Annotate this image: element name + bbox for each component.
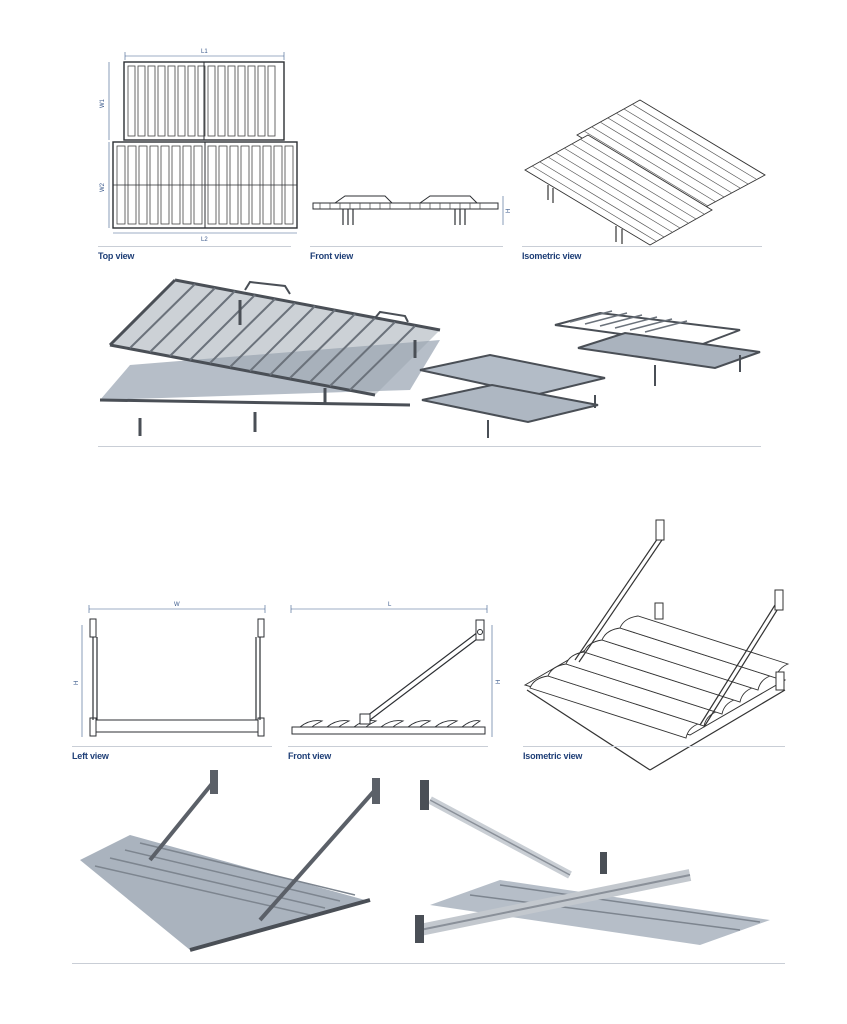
caption-top-view: Top view	[98, 251, 135, 261]
dimension-h-left: H	[74, 681, 80, 685]
dimension-w1: W1	[100, 98, 106, 108]
dimension-l2: L2	[201, 237, 208, 243]
section2-bottom-rule	[72, 963, 785, 964]
dimension-w2: W2	[100, 182, 106, 192]
caption-rule-front	[310, 246, 503, 247]
caption-isometric-view: Isometric view	[522, 251, 582, 261]
caption-front-view: Front view	[310, 251, 354, 261]
caption-rule-iso	[522, 246, 762, 247]
caption-rule-left	[72, 746, 272, 747]
dimension-l1: L1	[201, 49, 208, 55]
caption-rule-iso-2	[523, 746, 785, 747]
dimension-l: L	[388, 602, 392, 608]
section1-bottom-rule	[98, 446, 761, 447]
caption-isometric-view-2: Isometric view	[523, 751, 583, 761]
caption-front-view-2: Front view	[288, 751, 332, 761]
dimension-h: H	[506, 209, 512, 213]
caption-rule-top	[98, 246, 291, 247]
caption-rule-front-2	[288, 746, 488, 747]
dimension-w: W	[174, 602, 180, 608]
dimension-h-front: H	[496, 680, 502, 684]
caption-left-view: Left view	[72, 751, 109, 761]
